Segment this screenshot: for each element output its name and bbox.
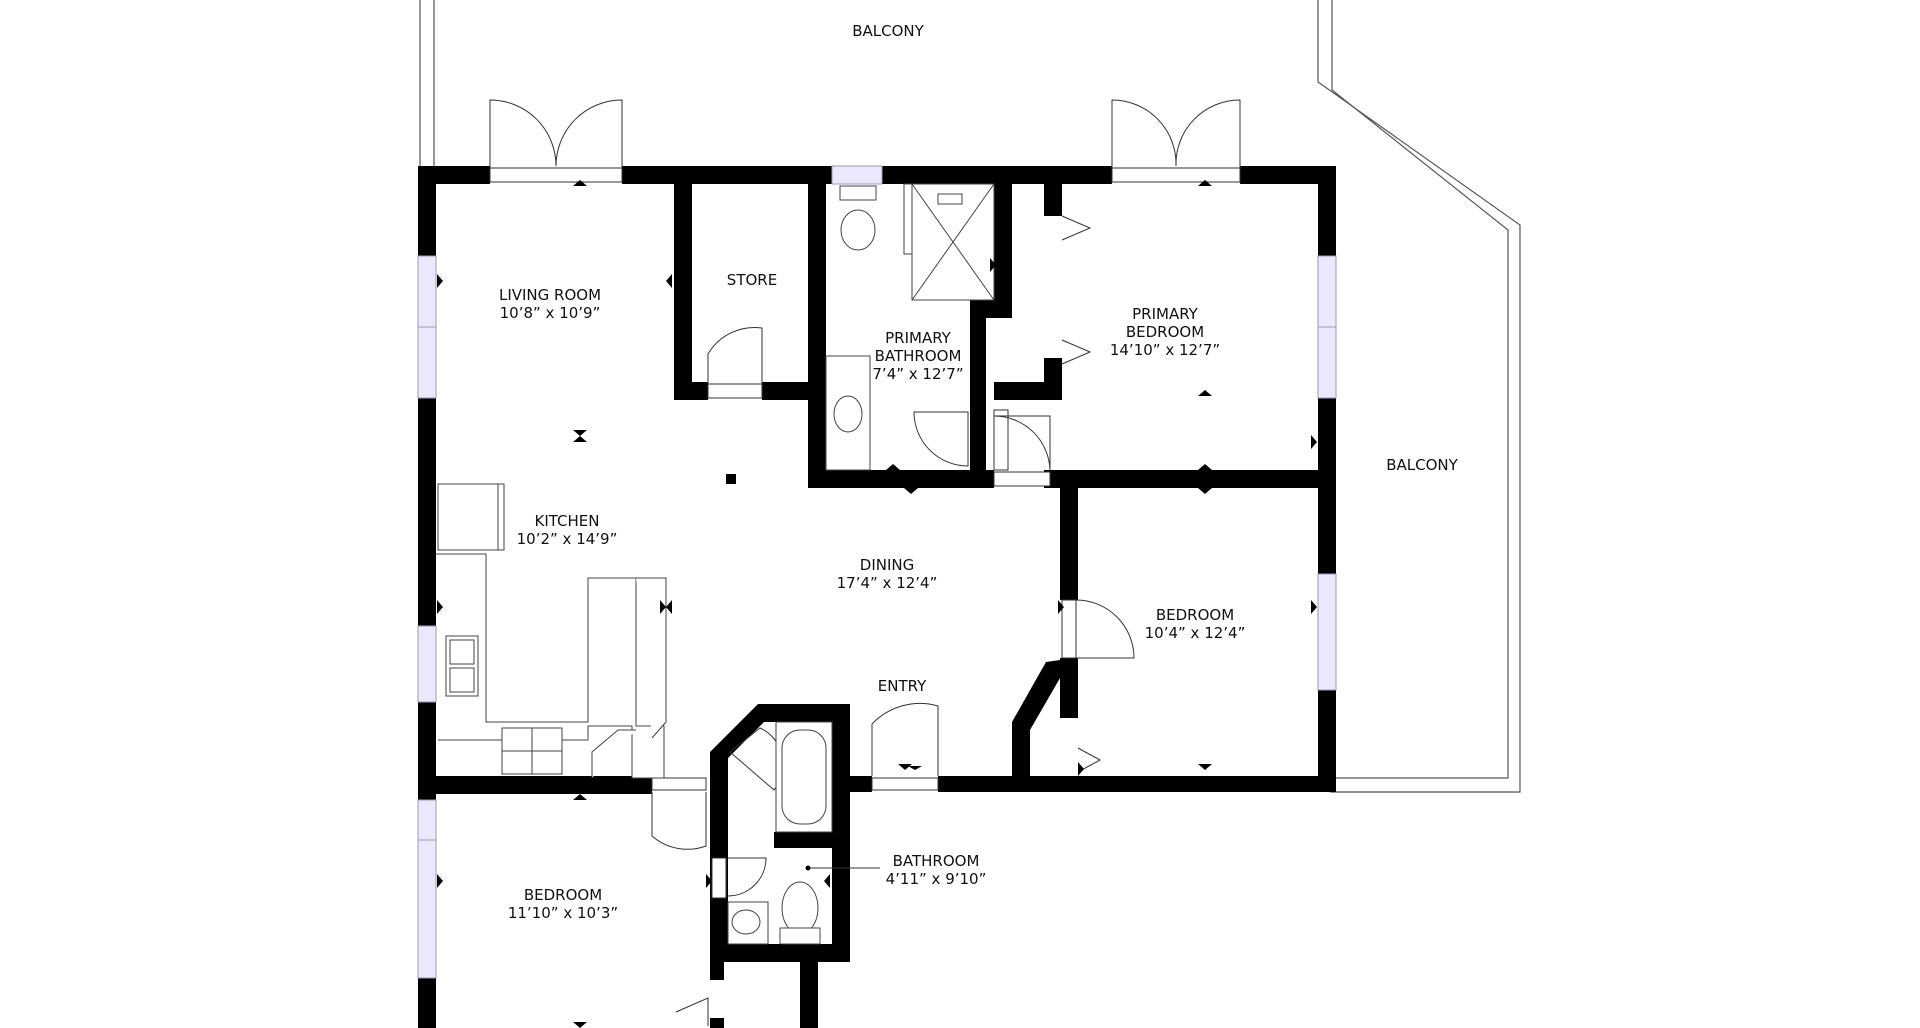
primary-bathroom-label-1: PRIMARY: [885, 329, 952, 347]
living-room-label: LIVING ROOM: [499, 286, 601, 304]
bathroom-label: BATHROOM: [893, 852, 980, 870]
markers: [437, 180, 1317, 1028]
dining-label: DINING: [860, 556, 914, 574]
primary-bathroom-label-2: BATHROOM: [875, 347, 962, 365]
balcony-outlines: [419, 0, 1521, 793]
kitchen-dims: 10’2” x 14’9”: [517, 530, 618, 548]
balcony-top-label: BALCONY: [852, 22, 924, 40]
primary-bedroom-label-1: PRIMARY: [1132, 305, 1199, 323]
kitchen-label: KITCHEN: [535, 512, 600, 530]
bathroom-dims: 4’11” x 9’10”: [886, 870, 987, 888]
primary-bedroom-dims: 14’10” x 12’7”: [1110, 341, 1220, 359]
walls: [418, 166, 1336, 1028]
primary-bathroom-dims: 7’4” x 12’7”: [872, 365, 963, 383]
store-label: STORE: [727, 271, 777, 289]
bedroom-bottom-label: BEDROOM: [524, 886, 602, 904]
entry-label: ENTRY: [878, 677, 927, 695]
bedroom-right-dims: 10’4” x 12’4”: [1145, 624, 1246, 642]
balcony-right-label: BALCONY: [1386, 456, 1458, 474]
bathroom-leader: [805, 865, 880, 871]
door-frames: [489, 167, 1241, 899]
fixtures: [436, 183, 995, 945]
primary-bedroom-label-2: BEDROOM: [1126, 323, 1204, 341]
living-room-dims: 10’8” x 10’9”: [500, 304, 601, 322]
bedroom-bottom-dims: 11’10” x 10’3”: [508, 904, 618, 922]
bedroom-right-label: BEDROOM: [1156, 606, 1234, 624]
door-swings: [489, 99, 1241, 1026]
windows: [417, 165, 1337, 979]
dining-dims: 17’4” x 12’4”: [837, 574, 938, 592]
